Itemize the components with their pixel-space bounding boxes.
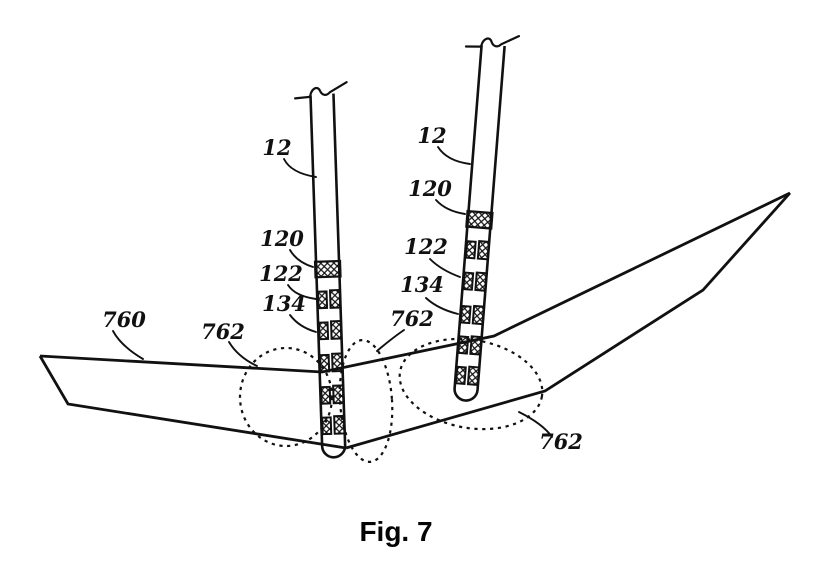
electrode-segment — [474, 271, 488, 292]
left-lead-break-icon — [293, 81, 348, 100]
figure-caption: Fig. 7 — [359, 516, 432, 547]
electrode-segment — [464, 240, 477, 260]
left-electrode-pair-3 — [319, 352, 344, 373]
label-marker-left: 134 — [262, 291, 306, 316]
target-zones — [238, 337, 544, 463]
electrode-segment — [476, 240, 491, 261]
label-lead-left: 12 — [262, 135, 291, 160]
electrode-segment — [454, 365, 467, 385]
left-electrode-pair-5 — [321, 414, 346, 436]
electrode-segment — [319, 353, 331, 373]
right-electrode-pair-2 — [462, 271, 488, 292]
electrode-segment — [469, 335, 483, 356]
left-electrode-pair-2 — [318, 319, 343, 341]
label-electrode-left: 122 — [259, 261, 303, 286]
label-leaflet: 760 — [102, 307, 146, 332]
electrode-segment — [471, 304, 486, 326]
leaflet-far-edge — [39, 191, 791, 374]
electrode-segment — [462, 271, 475, 291]
right-electrode-pair-4 — [457, 335, 483, 356]
leaflet-near-edge-left — [38, 355, 347, 450]
electrode-segment — [328, 288, 342, 309]
label-marker-right: 134 — [400, 272, 444, 297]
electrode-segment — [457, 335, 470, 355]
right-electrode-pair-5 — [454, 365, 481, 387]
leader-zone-left — [228, 341, 258, 367]
leader-lines — [112, 146, 553, 438]
target-zone-ellipse-middle — [338, 339, 394, 463]
leader-zone-middle — [376, 329, 405, 352]
leader-marker-left — [289, 314, 317, 333]
label-band-electrode-left: 120 — [260, 226, 304, 251]
leader-band-right — [435, 199, 466, 215]
leaflet-outline — [38, 191, 792, 450]
leader-electrode-left — [287, 284, 317, 300]
label-electrode-right: 122 — [404, 234, 448, 259]
electrode-segment — [329, 319, 343, 340]
leader-electrode-right — [429, 258, 461, 278]
target-zone-ellipse-right — [398, 337, 544, 431]
electrode-segment — [331, 352, 344, 373]
leaflet-near-edge-right — [345, 192, 792, 450]
left-electrode-pair-4 — [320, 384, 345, 405]
label-band-electrode-right: 120 — [408, 176, 452, 201]
left-electrode-pair-1 — [316, 288, 342, 310]
leader-lead-right — [437, 146, 471, 165]
leader-lead-left — [283, 158, 317, 178]
electrode-segment — [459, 304, 472, 325]
right-electrode-pair-3 — [459, 304, 486, 326]
label-target-zone-left: 762 — [201, 319, 245, 344]
left-lead-electrodes — [313, 259, 346, 436]
reference-numerals: 12 12 120 120 122 122 134 134 760 762 76… — [102, 123, 583, 454]
right-band-electrode — [465, 209, 494, 230]
electrode-segment — [321, 416, 333, 436]
label-target-zone-middle: 762 — [390, 306, 434, 331]
left-band-electrode — [313, 259, 342, 279]
right-lead-electrodes — [454, 209, 494, 387]
electrode-segment — [318, 321, 330, 341]
leader-band-left — [289, 249, 314, 268]
leader-marker-right — [425, 297, 459, 315]
label-target-zone-right: 762 — [539, 429, 583, 454]
target-zone-circle-left — [238, 346, 334, 448]
right-electrode-pair-1 — [464, 240, 491, 261]
electrode-segment — [332, 384, 345, 405]
electrode-segment — [316, 290, 329, 310]
right-lead-break-icon — [464, 35, 521, 48]
electrode-segment — [466, 365, 481, 387]
leader-leaflet — [112, 330, 144, 360]
electrode-segment — [320, 385, 332, 405]
label-lead-right: 12 — [417, 123, 446, 148]
leader-zone-right — [518, 411, 553, 438]
